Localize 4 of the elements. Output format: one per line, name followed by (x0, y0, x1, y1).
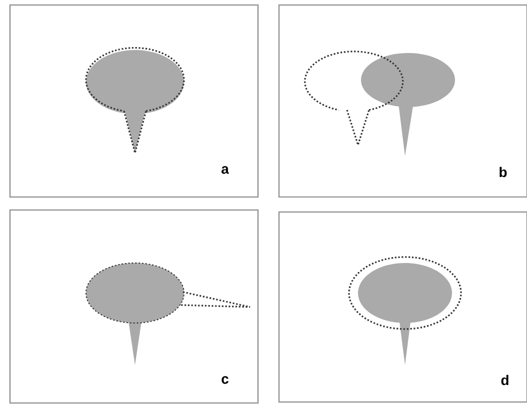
panel-frame: c (9, 209, 259, 404)
panel-frame: b (278, 4, 527, 198)
panel-frame: d (278, 211, 527, 403)
panel-frame: a (9, 4, 259, 198)
